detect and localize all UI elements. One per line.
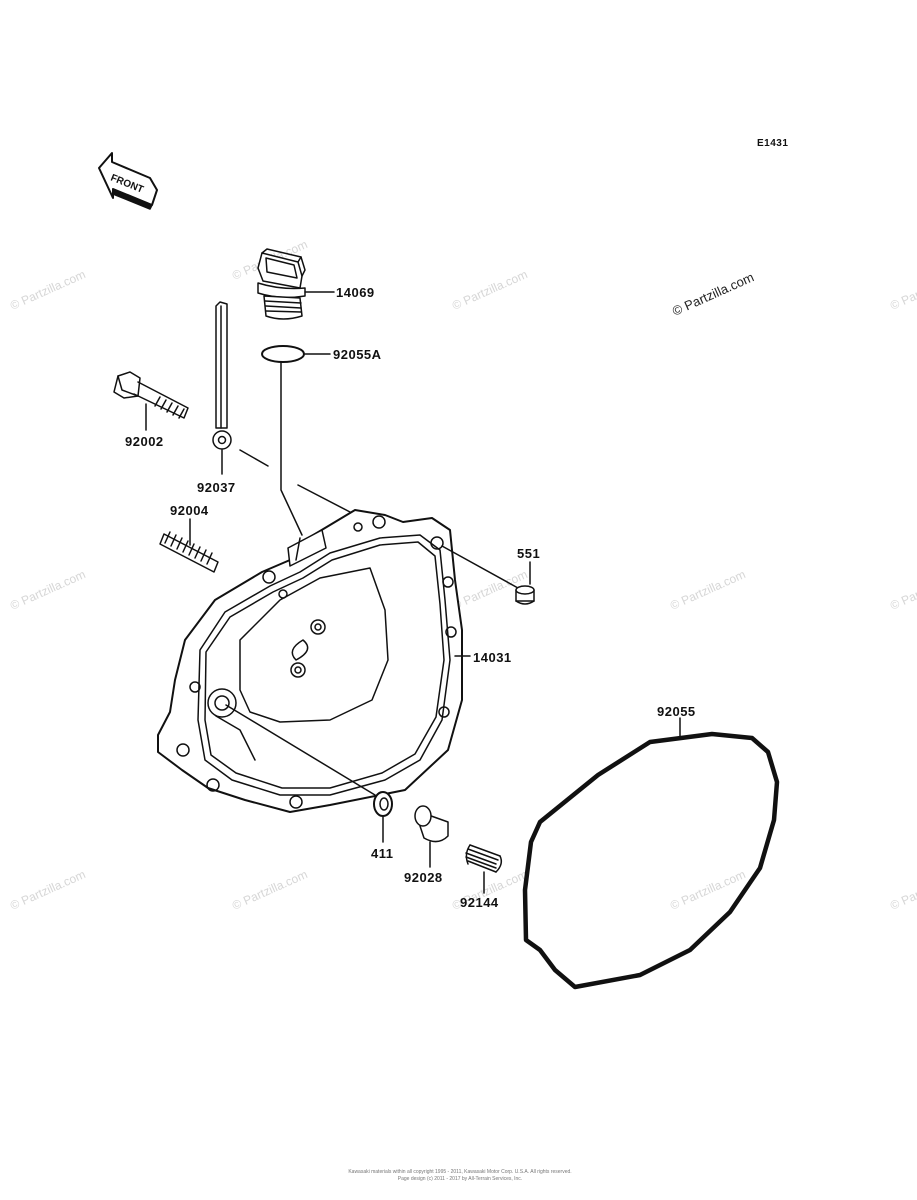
part-label: 92144: [460, 895, 499, 910]
dipstick: [212, 301, 232, 450]
part-label: 411: [371, 846, 394, 861]
diagram-code: E1431: [757, 138, 789, 149]
oil-filler-cap: [257, 248, 306, 320]
front-arrow-icon: FRONT: [98, 152, 158, 210]
collar: [414, 805, 449, 843]
clutch-cover: [157, 509, 463, 813]
part-label: 92037: [197, 480, 236, 495]
bolt: [113, 371, 189, 419]
stud: [159, 531, 219, 573]
part-label: 92028: [404, 870, 443, 885]
o-ring: [261, 345, 305, 363]
spring: [465, 844, 503, 873]
part-label: 551: [517, 546, 541, 561]
part-label: 14031: [473, 650, 512, 665]
washer: [373, 791, 393, 817]
copyright-footer: Kawasaki materials within all copyright …: [330, 1169, 590, 1183]
part-label: 92055: [657, 704, 696, 719]
part-label: 92055A: [333, 347, 382, 362]
copyright-line: Page design (c) 2011 - 2017 by All-Terra…: [397, 1176, 523, 1182]
part-label: 92004: [170, 503, 209, 518]
part-label: 92002: [125, 434, 164, 449]
part-label: 14069: [336, 285, 375, 300]
gasket: [522, 731, 780, 990]
dowel-pin: [515, 585, 535, 605]
copyright-line: Kawasaki materials within all copyright …: [348, 1169, 572, 1175]
